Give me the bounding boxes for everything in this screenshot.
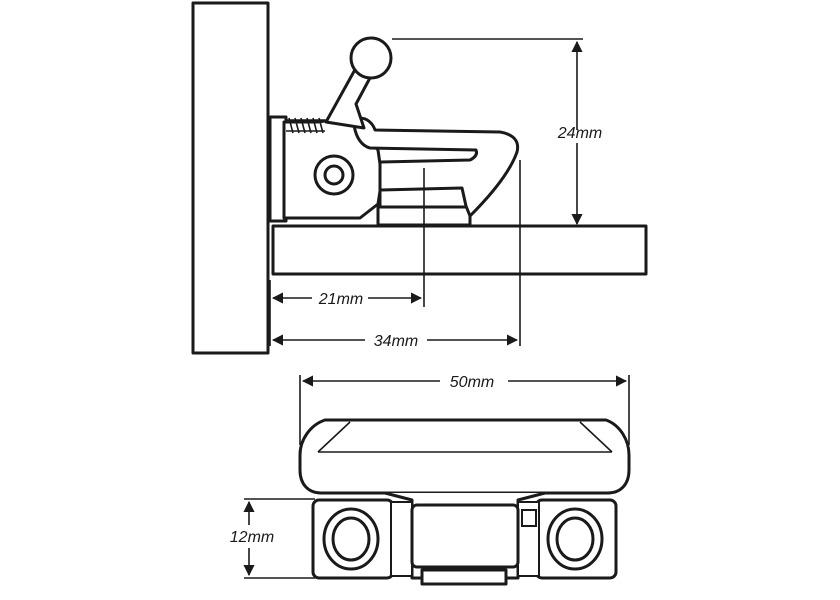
center-block xyxy=(410,503,520,569)
dimension-label-12mm: 12mm xyxy=(230,529,274,546)
cap xyxy=(298,418,631,495)
lever-handle xyxy=(324,36,393,130)
dimension-label-24mm: 24mm xyxy=(557,125,602,142)
dimension-offset-short: 21mm xyxy=(271,291,423,308)
fastener-body xyxy=(268,115,520,227)
base-bar xyxy=(271,224,648,276)
spring-icon xyxy=(286,117,325,134)
side-view: 24mm 21mm 34mm xyxy=(191,1,648,355)
front-view: 50mm xyxy=(230,374,631,586)
left-roller xyxy=(311,498,413,580)
mounting-plate xyxy=(191,1,270,355)
dimension-offset-long: 34mm xyxy=(271,333,519,350)
bottom-tab xyxy=(420,568,508,586)
pivot-inner-circle xyxy=(323,164,345,186)
dimension-label-50mm: 50mm xyxy=(450,374,494,391)
dimension-label-34mm: 34mm xyxy=(374,333,418,350)
dimension-label-21mm: 21mm xyxy=(318,291,363,308)
dimension-height-top: 24mm xyxy=(557,40,602,226)
dimension-width-total: 50mm xyxy=(301,374,628,391)
right-roller xyxy=(517,498,618,580)
dimension-height-bottom: 12mm xyxy=(230,500,274,577)
